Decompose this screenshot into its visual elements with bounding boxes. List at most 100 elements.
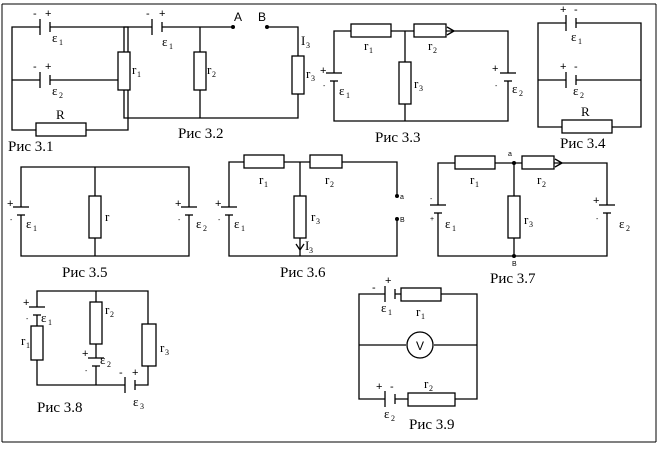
fig37-r3-label: r: [524, 212, 529, 227]
fig38-e2-sub: 2: [107, 360, 111, 369]
fig34-e1-sub: 1: [578, 37, 582, 46]
fig39-voltmeter: [406, 331, 434, 359]
fig33-e2-label: ε: [512, 81, 518, 96]
fig36-terminal-b: [395, 217, 399, 221]
fig34-R-label: R: [581, 104, 590, 119]
fig31-outer-loop: [11, 26, 129, 131]
fig34-e2-label: ε: [573, 83, 579, 98]
fig37-a-label: a: [508, 151, 512, 158]
fig38-e3-minus: -: [119, 367, 123, 379]
fig37-resistor-r3: [507, 195, 521, 239]
fig31-e2-minus: -: [33, 61, 37, 73]
fig36-r2-sub: 2: [330, 180, 334, 189]
fig32-resistor-r2: [193, 51, 207, 91]
fig32-e1-sub: 1: [169, 42, 173, 51]
fig38-r3-sub: 3: [165, 348, 169, 357]
fig36-e1-plus: +: [215, 198, 221, 210]
fig33-bottom-wire: [333, 81, 509, 122]
fig39-e2-minus: -: [390, 381, 394, 393]
fig32-r3-sub: 3: [311, 74, 315, 83]
fig39-e1-minus: -: [372, 282, 376, 294]
fig33-e1-sub: 1: [346, 91, 350, 100]
fig36-b-label: B: [400, 217, 405, 224]
fig33-e2-plus: +: [492, 63, 498, 75]
fig38-resistor-r2: [89, 301, 103, 345]
fig37-e2-label: ε: [619, 216, 625, 231]
fig33-r2-sub: 2: [433, 46, 437, 55]
fig34-caption: Рис 3.4: [560, 136, 606, 152]
fig31-R-label: R: [56, 107, 65, 122]
fig36-resistor-r1: [243, 154, 285, 169]
fig36-i3-label: I: [305, 238, 309, 253]
fig32-resistor-r1: [117, 51, 131, 91]
fig33-arrow: [446, 26, 455, 36]
fig37-bottom-wire: [437, 213, 608, 257]
fig38-e2-plus: +: [82, 348, 88, 360]
fig37-resistor-r2: [521, 155, 555, 170]
fig31-resistor-R: [35, 122, 87, 137]
fig33-e2-sub: 2: [519, 89, 523, 98]
fig38-e3-label: ε: [133, 394, 139, 409]
fig36-e1-minus: -: [218, 217, 221, 224]
fig38-e1-label: ε: [41, 310, 47, 325]
fig32-r3-label: r: [306, 66, 311, 81]
fig37-e2-plus: +: [593, 195, 599, 207]
fig33-top-wire: [333, 30, 509, 73]
fig37-e1-label: ε: [445, 216, 451, 231]
fig31-caption: Рис 3.1: [8, 139, 54, 155]
fig35-r-label: r: [105, 209, 110, 224]
fig38-r3-label: r: [160, 340, 165, 355]
fig37-r1-sub: 1: [475, 180, 479, 189]
fig37-r2-sub: 2: [542, 180, 546, 189]
fig37-b-label: B: [512, 261, 517, 268]
fig34-outer-loop: [537, 22, 642, 128]
fig39-resistor-r1: [400, 287, 442, 302]
fig37-r2-label: r: [537, 172, 542, 187]
fig32-B-label: B: [258, 10, 266, 24]
fig31-e1-label: ε: [52, 30, 58, 45]
fig37-e1-plus: +: [430, 216, 434, 223]
fig35-e2-minus: -: [178, 217, 181, 224]
fig38-r2-label: r: [105, 302, 110, 317]
fig35-e1-plus: +: [7, 198, 13, 210]
fig37-r1-label: r: [470, 172, 475, 187]
fig39-r2-label: r: [424, 376, 429, 391]
fig39-e2-label: ε: [384, 406, 390, 421]
fig32-terminal-B: [265, 25, 269, 29]
fig34-e1-minus: -: [574, 4, 578, 16]
fig39-e2-sub: 2: [391, 414, 395, 423]
fig36-i3-sub: 3: [309, 246, 313, 255]
fig39-e1-label: ε: [381, 300, 387, 315]
fig38-r2-sub: 2: [110, 310, 114, 319]
fig34-e2-plus: +: [560, 61, 566, 73]
fig39-r1-label: r: [416, 304, 421, 319]
fig32-r1-label: r: [132, 62, 137, 77]
fig33-r3-sub: 3: [419, 84, 423, 93]
fig34-e2-minus: -: [574, 61, 578, 73]
figure-3-7: - + ε 1 + - ε 2 r 1 r 2 r 3 a B Рис 3.7: [430, 151, 630, 287]
fig36-a-label: a: [400, 194, 404, 201]
fig36-resistor-r2: [309, 154, 343, 169]
fig39-caption: Рис 3.9: [409, 417, 455, 433]
fig32-r2-sub: 2: [212, 70, 216, 79]
fig38-r1-sub: 1: [26, 341, 30, 350]
fig37-node-a: [512, 161, 516, 165]
figure-3-4: + - ε 1 + - ε 2 R Рис 3.4: [537, 4, 642, 152]
fig32-outer-wire: [123, 26, 299, 119]
fig35-e2-sub: 2: [203, 224, 207, 233]
fig34-resistor-R: [561, 119, 613, 134]
fig32-r1-sub: 1: [137, 70, 141, 79]
fig35-resistor-r: [88, 195, 102, 239]
fig33-e1-plus: +: [320, 65, 326, 77]
fig34-e1-plus: +: [560, 4, 566, 16]
fig35-e1-sub: 1: [33, 224, 37, 233]
fig36-caption: Рис 3.6: [280, 265, 326, 281]
fig36-current-arrow: [295, 243, 305, 252]
fig35-outer-loop: [20, 166, 190, 257]
fig37-resistor-r1: [454, 155, 496, 170]
fig32-resistor-r3: [291, 55, 305, 95]
fig32-terminal-A: [231, 25, 235, 29]
fig39-resistor-r2: [407, 392, 456, 407]
fig32-e1-label: ε: [162, 34, 168, 49]
